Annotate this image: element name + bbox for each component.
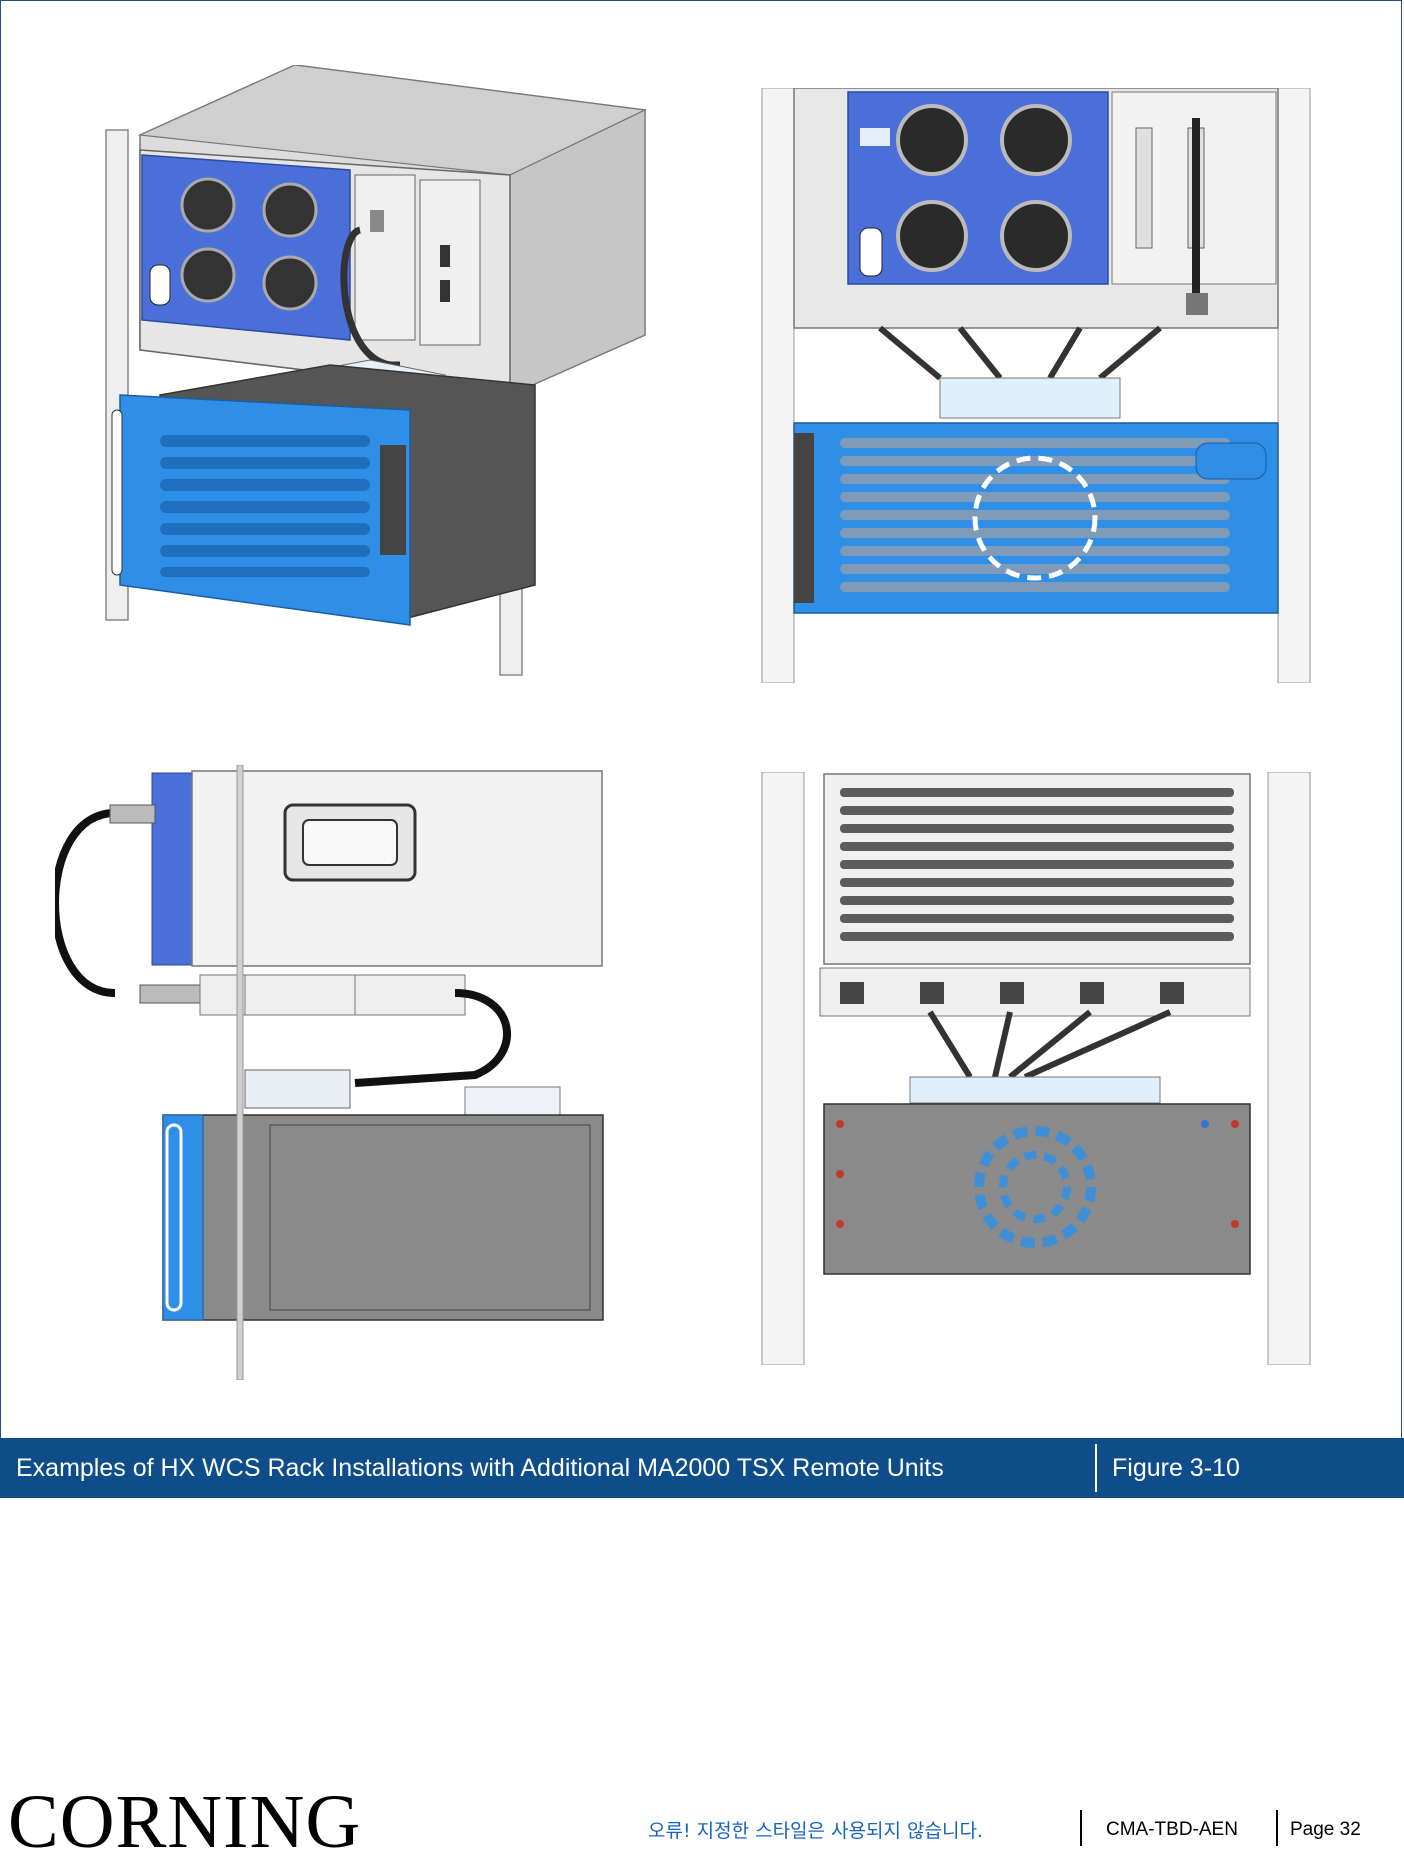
footer-separator (1276, 1810, 1278, 1846)
figure-number: Figure 3-10 (1112, 1454, 1240, 1482)
page-number: Page 32 (1290, 1819, 1361, 1840)
corning-logo: CORNING (8, 1780, 362, 1864)
illustration-side-view (55, 765, 610, 1380)
caption-divider (1095, 1444, 1097, 1492)
document-code: CMA-TBD-AEN (1106, 1819, 1238, 1840)
footer-separator (1080, 1810, 1082, 1846)
illustration-isometric-view (100, 65, 660, 685)
illustration-rear-view (760, 772, 1312, 1365)
figure-caption: Examples of HX WCS Rack Installations wi… (16, 1454, 944, 1482)
illustration-front-view (760, 88, 1312, 683)
style-error-text: 오류! 지정한 스타일은 사용되지 않습니다. (648, 1820, 983, 1842)
figure-caption-bar: Examples of HX WCS Rack Installations wi… (0, 1438, 1404, 1498)
page-footer: CORNING 오류! 지정한 스타일은 사용되지 않습니다. CMA-TBD-… (0, 1780, 1404, 1860)
